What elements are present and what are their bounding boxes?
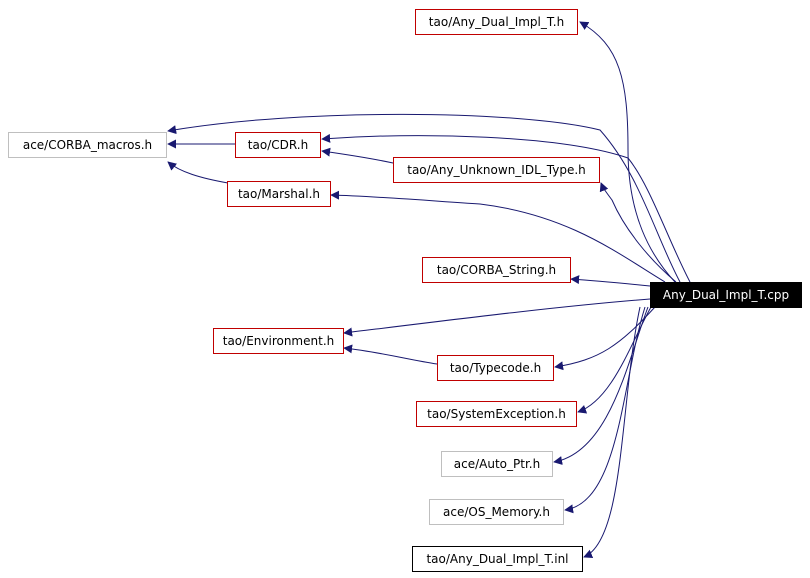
node-cdr[interactable]: tao/CDR.h [235, 132, 321, 158]
edge-root-to-corba-macros [167, 113, 681, 283]
edge-root-to-any-dual-impl-t-inl [583, 306, 641, 559]
node-label: ace/CORBA_macros.h [23, 138, 152, 152]
node-corba-macros: ace/CORBA_macros.h [8, 132, 167, 158]
node-box [235, 132, 321, 158]
node-label: tao/Any_Dual_Impl_T.h [429, 15, 564, 29]
node-box [416, 401, 577, 427]
node-label: tao/CORBA_String.h [437, 263, 556, 277]
edge-root-to-typecode [554, 306, 656, 371]
node-label: tao/CDR.h [248, 138, 308, 152]
node-label: Any_Dual_Impl_T.cpp [663, 288, 789, 302]
node-box [650, 282, 802, 308]
node-any-dual-impl-t-h[interactable]: tao/Any_Dual_Impl_T.h [415, 9, 578, 35]
node-root[interactable]: Any_Dual_Impl_T.cpp [650, 282, 802, 308]
node-box [227, 181, 331, 207]
node-any-unknown[interactable]: tao/Any_Unknown_IDL_Type.h [393, 157, 600, 183]
node-system-exception[interactable]: tao/SystemException.h [416, 401, 577, 427]
edge-any-unknown-to-cdr [321, 147, 394, 164]
edge-root-to-cdr [321, 133, 691, 283]
node-any-dual-impl-t-inl[interactable]: tao/Any_Dual_Impl_T.inl [412, 546, 583, 572]
node-marshal[interactable]: tao/Marshal.h [227, 181, 331, 207]
edge-root-to-corba-string [570, 275, 651, 287]
edge-root-to-os-memory [564, 306, 646, 514]
node-label: tao/SystemException.h [427, 407, 566, 421]
node-label: ace/Auto_Ptr.h [454, 457, 540, 471]
node-box [429, 499, 564, 525]
node-label: tao/Environment.h [223, 334, 335, 348]
edge-root-to-auto-ptr [553, 306, 649, 465]
edge-marshal-to-corba-macros [167, 161, 229, 184]
node-box [437, 355, 554, 381]
node-label: tao/Any_Unknown_IDL_Type.h [407, 163, 586, 177]
node-environment[interactable]: tao/Environment.h [213, 328, 344, 354]
edge-root-to-environment [343, 298, 651, 337]
edge-typecode-to-environment [343, 344, 438, 365]
node-corba-string[interactable]: tao/CORBA_String.h [422, 257, 571, 283]
node-box [393, 157, 600, 183]
node-box [415, 9, 578, 35]
node-label: tao/Typecode.h [450, 361, 541, 375]
node-box [412, 546, 583, 572]
node-label: ace/OS_Memory.h [443, 505, 550, 519]
node-label: tao/Any_Dual_Impl_T.inl [426, 552, 568, 566]
node-box [213, 328, 344, 354]
edge-root-to-any-unknown [599, 182, 677, 283]
node-label: tao/Marshal.h [238, 187, 320, 201]
edge-root-to-system-exception [577, 306, 652, 414]
edge-root-to-any-dual-impl-t-h [579, 21, 676, 283]
edge-root-to-marshal [330, 190, 666, 283]
node-box [441, 451, 553, 477]
node-box [422, 257, 571, 283]
node-box [8, 132, 167, 158]
node-os-memory: ace/OS_Memory.h [429, 499, 564, 525]
node-typecode[interactable]: tao/Typecode.h [437, 355, 554, 381]
node-auto-ptr: ace/Auto_Ptr.h [441, 451, 553, 477]
